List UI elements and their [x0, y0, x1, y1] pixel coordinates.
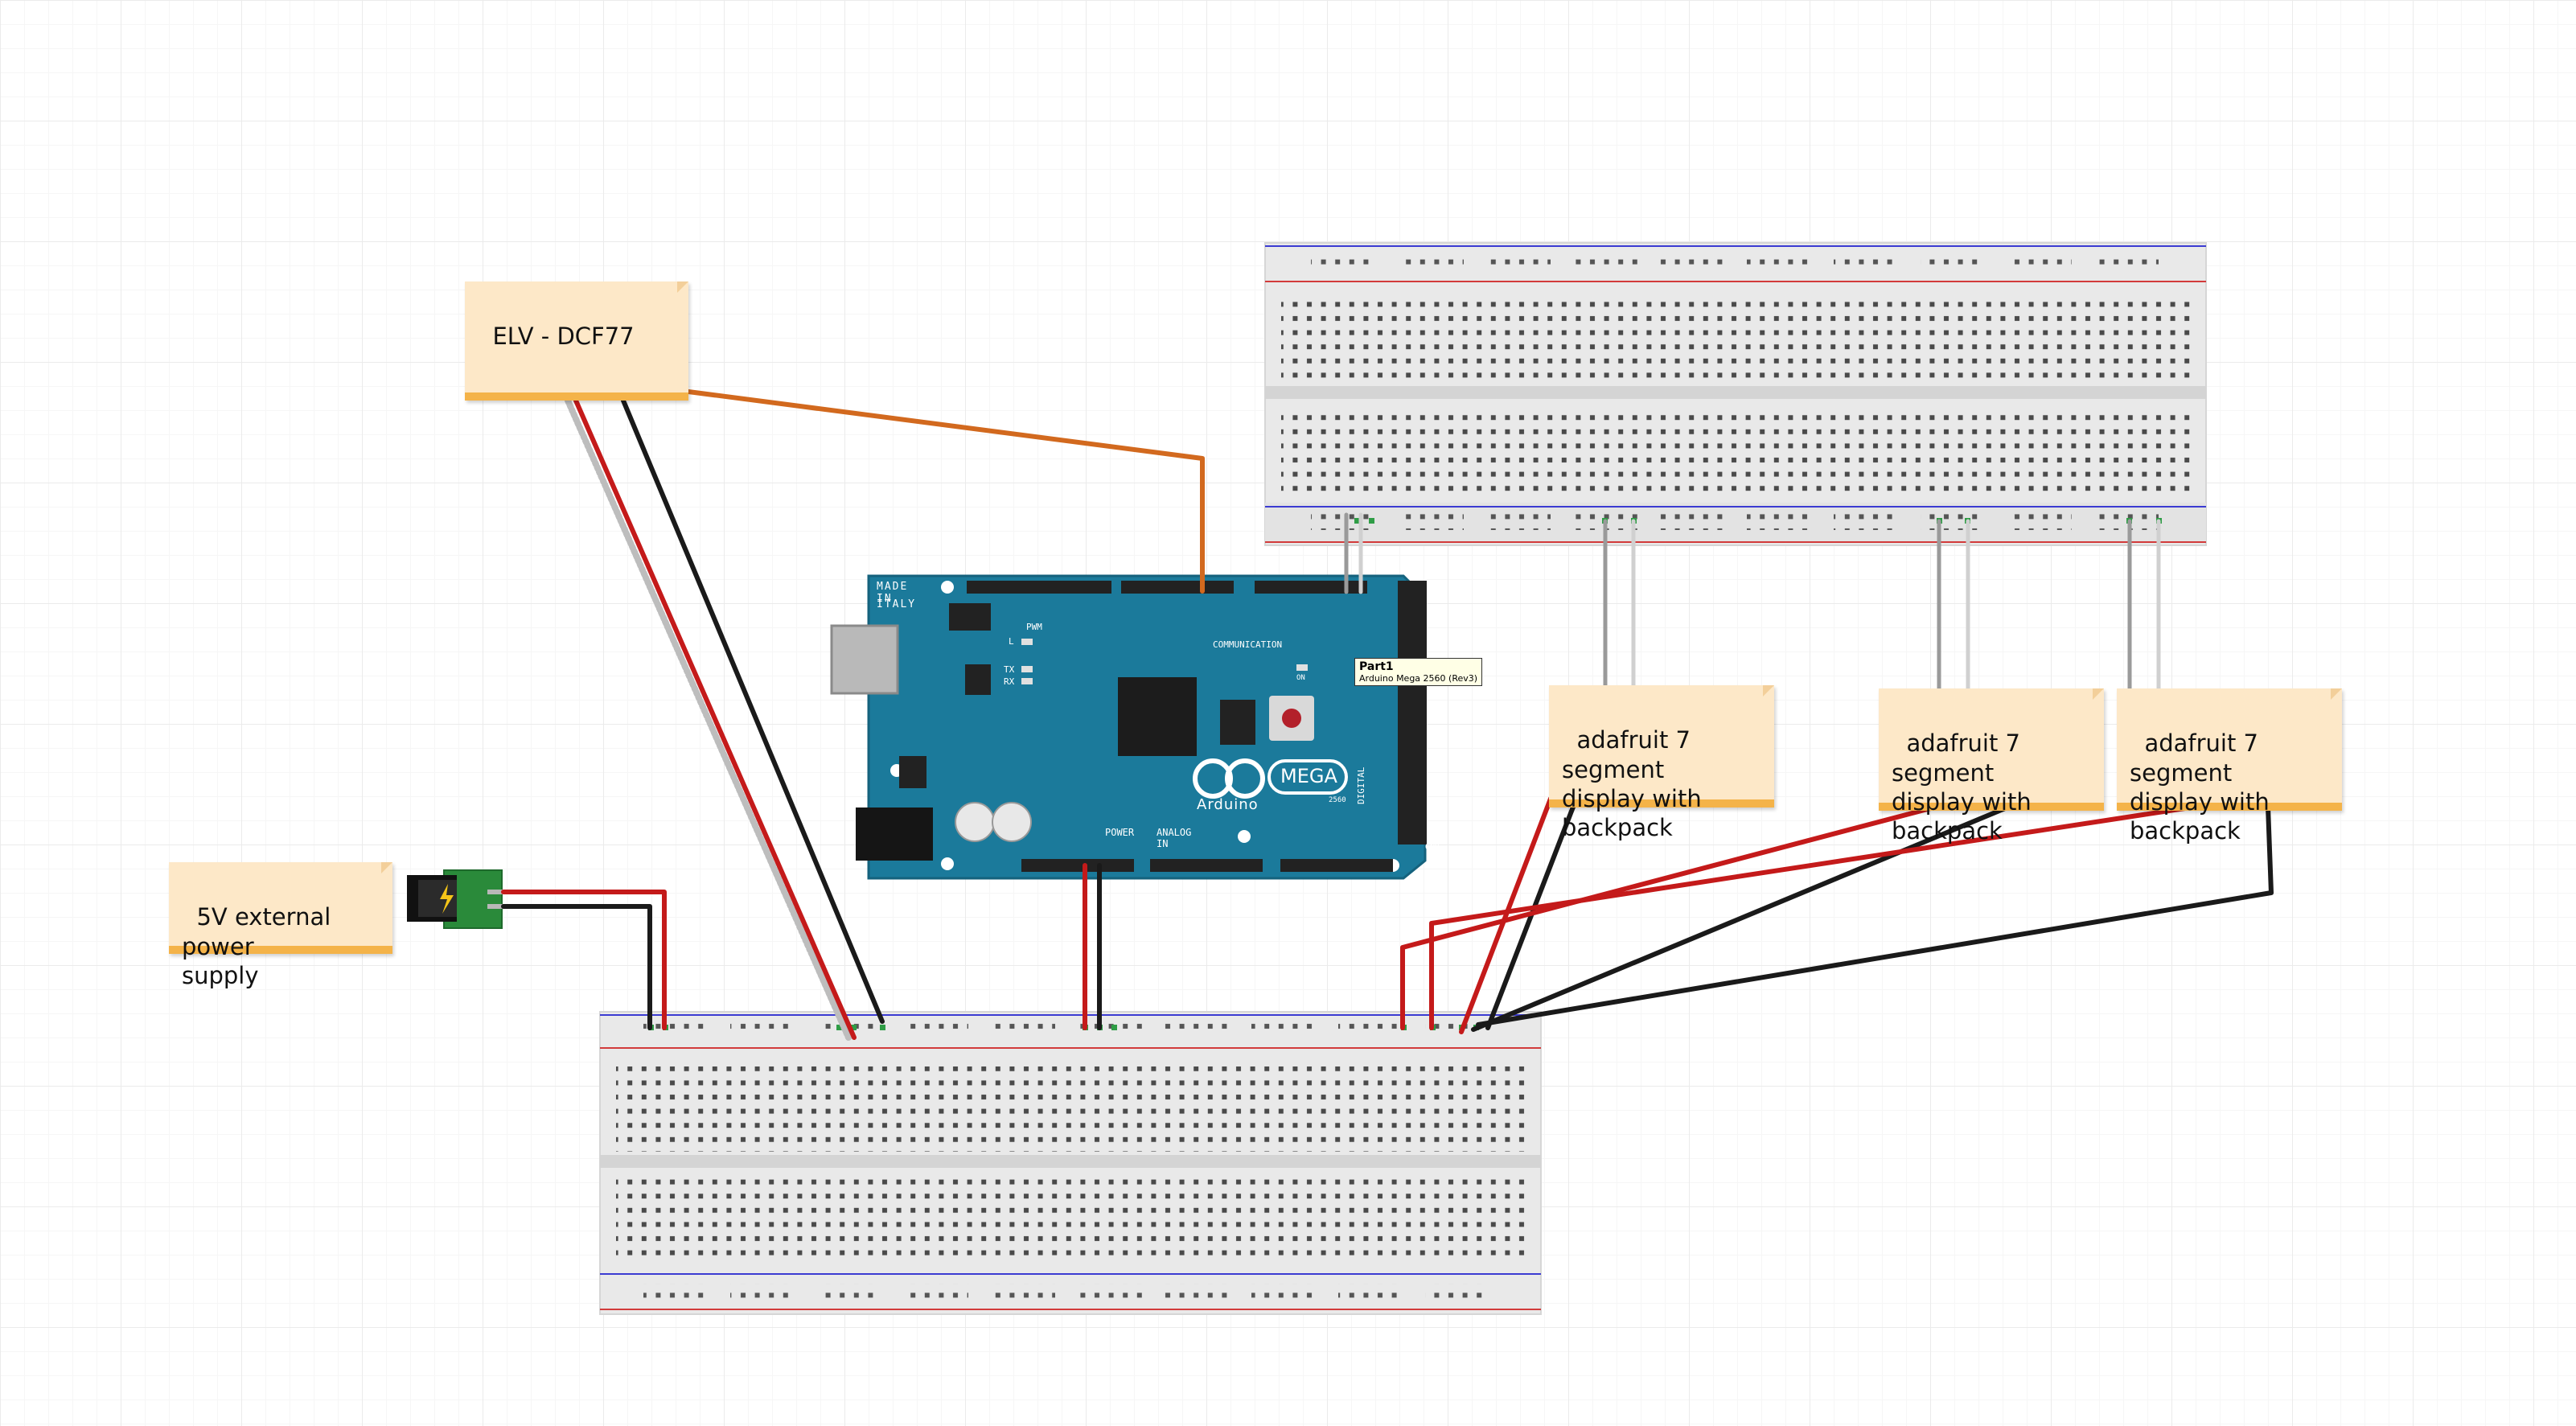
label-italy: ITALY [877, 598, 917, 610]
wire-display3-vcc [1429, 804, 2198, 1030]
bottom-rail-holes-lower [643, 1284, 1489, 1301]
note-display-3-text: adafruit 7 segment display with backpack [2130, 729, 2270, 845]
tooltip-title: Part1 [1359, 660, 1394, 673]
wire-dcf77-vcc-shadow [565, 397, 852, 1041]
label-l: L [1009, 636, 1014, 647]
power-jack-part[interactable] [407, 869, 503, 929]
wires [501, 389, 2274, 1041]
label-power: POWER [1105, 827, 1135, 838]
label-pwm: PWM [1026, 622, 1042, 632]
digital-double-header [1398, 581, 1427, 845]
label-rx: RX [1004, 676, 1015, 687]
note-display-2[interactable]: adafruit 7 segment display with backpack [1879, 688, 2104, 845]
wire-power-gnd [501, 904, 652, 1030]
label-model: MEGA [1280, 765, 1337, 787]
wire-power-vcc [501, 890, 667, 1030]
arduino-mega-board[interactable] [830, 574, 1427, 880]
microcontroller-chip [1118, 677, 1197, 756]
note-power-supply[interactable]: 5V external power supply [169, 862, 392, 989]
label-brand: Arduino [1197, 796, 1259, 813]
wire-display2-gnd [1471, 804, 2011, 1032]
bottom-rail-holes-upper [643, 1020, 1489, 1038]
wire-display2-vcc [1400, 804, 1939, 1030]
dc-power-jack [856, 808, 933, 861]
power-header [1021, 859, 1134, 872]
label-tx: TX [1004, 664, 1015, 675]
label-gnd: GND [1425, 843, 1440, 852]
note-display-3[interactable]: adafruit 7 segment display with backpack [2117, 688, 2342, 845]
top-terminal-strip-a [1281, 298, 2198, 383]
lightning-icon [440, 884, 454, 914]
label-model-sub: 2560 [1329, 796, 1346, 804]
wire-dcf77-vcc [573, 398, 857, 1040]
breadboard-top[interactable] [1264, 242, 2207, 546]
label-made-in: MADE IN [877, 581, 909, 605]
usb-port [830, 624, 899, 695]
communication-header [1255, 581, 1367, 594]
label-digital: DIGITAL [1356, 766, 1366, 804]
bottom-terminal-strip-a [616, 1066, 1533, 1152]
wire-display3-gnd [1476, 804, 2274, 1027]
digital-header-2 [1121, 581, 1234, 594]
analog-header-1 [1150, 859, 1263, 872]
tooltip-subtitle: Arduino Mega 2560 (Rev3) [1359, 673, 1478, 684]
note-display-2-text: adafruit 7 segment display with backpack [1892, 729, 2032, 845]
bottom-terminal-strip-b [616, 1176, 1533, 1261]
breadboard-bottom[interactable] [599, 1011, 1542, 1315]
label-on: ON [1296, 674, 1305, 682]
note-power-supply-text: 5V external power supply [182, 903, 331, 989]
arduino-infinity-logo [1193, 758, 1265, 799]
note-dcf77-text: ELV - DCF77 [492, 323, 635, 351]
note-display-1-text: adafruit 7 segment display with backpack [1562, 726, 1702, 841]
note-display-1[interactable]: adafruit 7 segment display with backpack [1549, 685, 1774, 841]
digital-header-1 [967, 581, 1111, 594]
wire-dcf77-signal [686, 389, 1205, 594]
top-terminal-strip-b [1281, 407, 2198, 492]
wire-dcf77-gnd [621, 398, 885, 1024]
part-tooltip: Part1 Arduino Mega 2560 (Rev3) [1354, 658, 1483, 686]
label-analog-in: ANALOG IN [1157, 827, 1192, 849]
note-dcf77[interactable]: ELV - DCF77 [465, 282, 688, 401]
analog-header-2 [1280, 859, 1393, 872]
top-rail-holes-upper [1311, 253, 2159, 271]
label-communication: COMMUNICATION [1213, 639, 1283, 650]
wire-display1-vcc [1459, 796, 1553, 1034]
